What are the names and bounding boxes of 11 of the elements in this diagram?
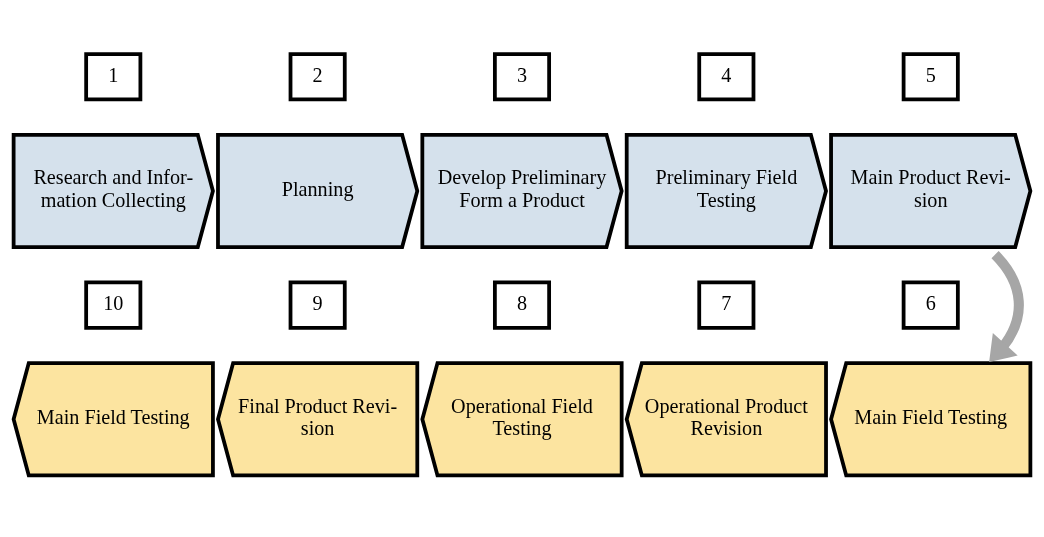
node-box: 8: [493, 280, 551, 330]
node-box: 3: [493, 52, 551, 102]
arrow: [989, 251, 1024, 363]
node-box: 4: [697, 52, 756, 102]
node-box: 5: [901, 52, 960, 102]
node-box: 10: [84, 280, 143, 330]
node-box: 6: [901, 280, 960, 330]
node-box: 9: [288, 280, 347, 330]
node-box: 1: [84, 52, 143, 102]
node-box: 2: [288, 52, 347, 102]
node-box: 7: [697, 280, 756, 330]
